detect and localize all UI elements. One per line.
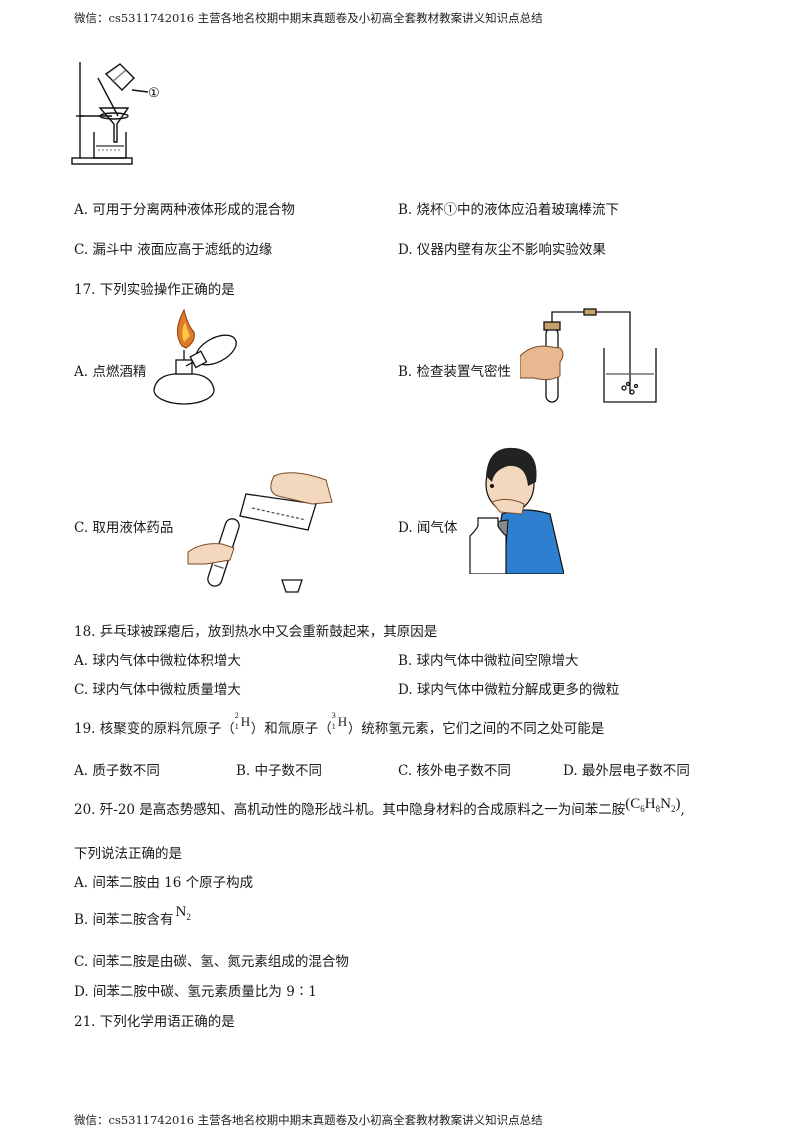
q20-option-d: D. 间苯二胺中碳、氢元素质量比为 9∶1 [74,984,317,1000]
tritium-atomic-number: 1 [331,722,336,731]
q17-option-d: D. 闻气体 [398,520,458,536]
beaker-label-marker: ① [148,86,160,101]
q20-formula: (C6H8N2) [625,796,681,814]
deuterium-atomic-number: 1 [234,722,239,731]
q19-option-d: D. 最外层电子数不同 [563,763,690,779]
filtration-apparatus-figure: ① [71,62,160,165]
q18-option-d: D. 球内气体中微粒分解成更多的微粒 [398,682,620,698]
q17-option-b: B. 检查装置气密性 [398,364,512,380]
q16-option-a: A. 可用于分离两种液体形成的混合物 [74,202,295,218]
q19-option-c: C. 核外电子数不同 [398,763,511,779]
q16-option-b: B. 烧杯①中的液体应沿着玻璃棒流下 [398,202,620,218]
q18-stem: 18. 乒乓球被踩瘪后，放到热水中又会重新鼓起来，其原因是 [74,624,438,640]
q19-option-b: B. 中子数不同 [236,763,323,779]
q18-option-b: B. 球内气体中微粒间空隙增大 [398,653,579,669]
deuterium-mass-number: 2 [234,711,239,720]
alcohol-lamp-figure [153,308,237,405]
q19-option-a: A. 质子数不同 [74,763,160,779]
q20-stem-text: 20. 歼-20 是高态势感知、高机动性的隐形战斗机。其中隐身材料的合成原料之一… [74,802,626,818]
q20-option-a: A. 间苯二胺由 16 个原子构成 [74,875,254,891]
q20-option-b-text: B. 间苯二胺含有 [74,912,174,928]
q16-option-d: D. 仪器内壁有灰尘不影响实验效果 [398,242,606,258]
q17-stem: 17. 下列实验操作正确的是 [74,282,235,298]
nitrogen-formula: N2 [175,904,191,922]
page-header: 微信：cs5311742016 主营各地名校期中期末真题卷及小初高全套教材教案讲… [74,11,543,25]
q17-option-a: A. 点燃酒精 [74,364,147,380]
q19-stem-part-1: 19. 核聚变的原料氘原子（ [74,721,235,737]
q20-stem: 20. 歼-20 是高态势感知、高机动性的隐形战斗机。其中隐身材料的合成原料之一… [74,796,685,818]
tritium-mass-number: 3 [331,711,336,720]
liquid-reagent-figure [187,472,333,593]
airtightness-check-figure [520,308,657,403]
q18-option-c: C. 球内气体中微粒质量增大 [74,682,241,698]
q19-stem-part-3: ）统称氢元素，它们之间的不同之处可能是 [347,721,605,737]
q20-stem-2: 下列说法正确的是 [74,846,182,862]
deuterium-element: H [240,714,251,729]
q21-stem: 21. 下列化学用语正确的是 [74,1014,235,1030]
smelling-gas-figure [469,447,564,574]
q20-option-c: C. 间苯二胺是由碳、氢、氮元素组成的混合物 [74,954,349,970]
q16-option-c: C. 漏斗中 液面应高于滤纸的边缘 [74,242,273,258]
q19-stem-part-2: ）和氚原子（ [250,721,332,737]
q18-option-a: A. 球内气体中微粒体积增大 [74,653,241,669]
page-footer: 微信：cs5311742016 主营各地名校期中期末真题卷及小初高全套教材教案讲… [74,1113,543,1127]
q17-option-c: C. 取用液体药品 [74,520,174,536]
tritium-element: H [337,714,348,729]
